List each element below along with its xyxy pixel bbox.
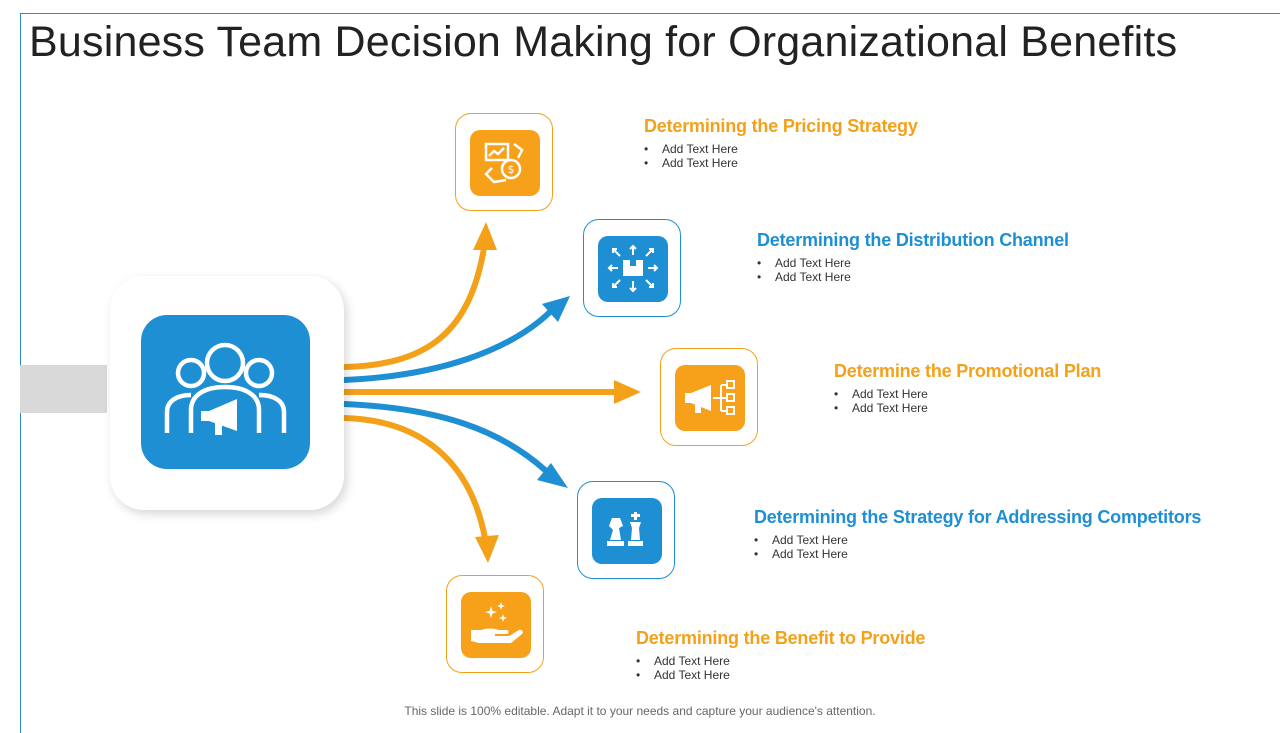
node-benefit-tile — [461, 592, 531, 658]
bullet: Add Text Here — [757, 256, 1069, 270]
hand-sparkle-icon — [471, 602, 523, 643]
item-pricing: Determining the Pricing Strategy Add Tex… — [644, 116, 918, 170]
bullet: Add Text Here — [636, 654, 925, 668]
node-pricing: $ — [455, 113, 553, 211]
item-heading: Determining the Distribution Channel — [757, 230, 1069, 250]
pricing-chart-coin-icon: $ — [484, 142, 524, 184]
node-distribution — [583, 219, 681, 317]
arrowhead-benefit — [475, 535, 499, 563]
bullet: Add Text Here — [834, 401, 1101, 415]
svg-text:$: $ — [508, 163, 515, 176]
arrow-to-pricing — [341, 245, 487, 370]
node-competitors-tile — [592, 498, 662, 564]
item-benefit: Determining the Benefit to Provide Add T… — [636, 628, 925, 682]
node-promotion — [660, 348, 758, 446]
bullet: Add Text Here — [644, 142, 918, 156]
item-heading: Determining the Pricing Strategy — [644, 116, 918, 136]
box-distribution-icon — [607, 244, 659, 293]
arrowhead-promotion — [614, 380, 641, 404]
bullet: Add Text Here — [636, 668, 925, 682]
arrowhead-distribution — [542, 296, 570, 322]
bullet: Add Text Here — [834, 387, 1101, 401]
item-promotion: Determine the Promotional Plan Add Text … — [834, 361, 1101, 415]
item-heading: Determining the Benefit to Provide — [636, 628, 926, 648]
item-heading: Determine the Promotional Plan — [834, 361, 1102, 381]
megaphone-network-icon — [685, 380, 735, 415]
node-competitors — [577, 481, 675, 579]
slide-title: Business Team Decision Making for Organi… — [29, 18, 1178, 66]
node-promotion-tile — [675, 365, 745, 431]
item-heading: Determining the Strategy for Addressing … — [754, 507, 1202, 527]
arrow-to-competitors — [341, 401, 548, 473]
chess-pieces-icon — [607, 512, 643, 546]
node-distribution-tile — [598, 236, 668, 302]
hub-icon-tile — [141, 315, 310, 469]
footer-note: This slide is 100% editable. Adapt it to… — [404, 704, 876, 718]
node-pricing-tile: $ — [470, 130, 540, 196]
arrowhead-competitors — [537, 463, 568, 488]
item-distribution: Determining the Distribution Channel Add… — [757, 230, 1069, 284]
bullet: Add Text Here — [754, 547, 1201, 561]
arrow-to-distribution — [341, 309, 553, 383]
arrowhead-pricing — [473, 222, 497, 250]
bullet: Add Text Here — [644, 156, 918, 170]
team-megaphone-icon — [164, 342, 287, 435]
bullet: Add Text Here — [757, 270, 1069, 284]
arrow-to-benefit — [341, 415, 488, 541]
node-benefit — [446, 575, 544, 673]
item-competitors: Determining the Strategy for Addressing … — [754, 507, 1201, 561]
side-tab — [20, 365, 107, 413]
bullet: Add Text Here — [754, 533, 1201, 547]
